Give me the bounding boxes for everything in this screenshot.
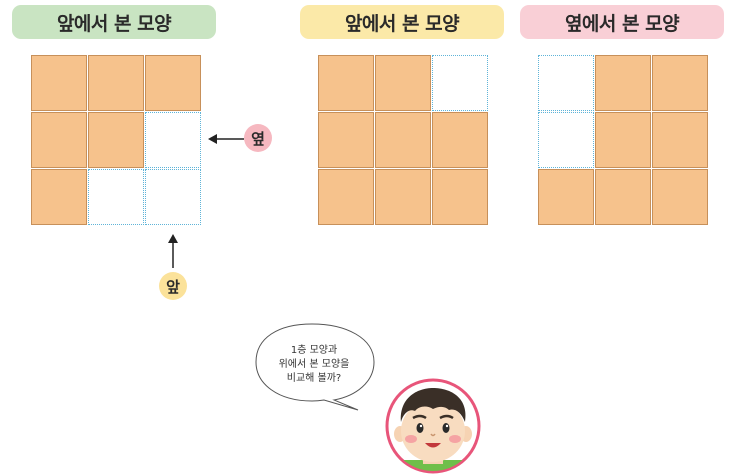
filled-cell xyxy=(318,112,374,168)
speech-bubble: 1층 모양과 위에서 본 모양을 비교해 볼까? xyxy=(252,318,382,413)
filled-cell xyxy=(538,169,594,225)
boy-avatar xyxy=(385,378,481,474)
filled-cell xyxy=(432,169,488,225)
empty-cell xyxy=(538,112,594,168)
filled-cell xyxy=(31,112,87,168)
filled-cell xyxy=(652,169,708,225)
filled-cell xyxy=(652,112,708,168)
filled-cell xyxy=(375,169,431,225)
speech-line-3: 비교해 볼까? xyxy=(286,373,342,384)
empty-cell xyxy=(88,169,144,225)
view-title-2: 앞에서 본 모양 xyxy=(300,5,504,39)
filled-cell xyxy=(375,112,431,168)
filled-cell xyxy=(88,112,144,168)
filled-cell xyxy=(595,169,651,225)
empty-cell xyxy=(538,55,594,111)
filled-cell xyxy=(375,55,431,111)
empty-cell xyxy=(145,169,201,225)
view-grid-2 xyxy=(318,55,488,225)
filled-cell xyxy=(595,112,651,168)
side-arrow-icon xyxy=(208,134,244,144)
filled-cell xyxy=(145,55,201,111)
speech-line-2: 위에서 본 모양을 xyxy=(278,359,350,370)
view-grid-3 xyxy=(538,55,708,225)
empty-cell xyxy=(432,55,488,111)
empty-cell xyxy=(145,112,201,168)
filled-cell xyxy=(595,55,651,111)
front-label: 앞 xyxy=(159,272,187,300)
filled-cell xyxy=(432,112,488,168)
filled-cell xyxy=(31,169,87,225)
filled-cell xyxy=(31,55,87,111)
filled-cell xyxy=(318,169,374,225)
side-label: 옆 xyxy=(244,124,272,152)
view-title-3: 옆에서 본 모양 xyxy=(520,5,724,39)
filled-cell xyxy=(88,55,144,111)
filled-cell xyxy=(318,55,374,111)
view-grid-1 xyxy=(31,55,201,225)
front-arrow-icon xyxy=(168,234,178,268)
view-title-1: 앞에서 본 모양 xyxy=(12,5,216,39)
speech-line-1: 1층 모양과 xyxy=(290,345,338,356)
filled-cell xyxy=(652,55,708,111)
